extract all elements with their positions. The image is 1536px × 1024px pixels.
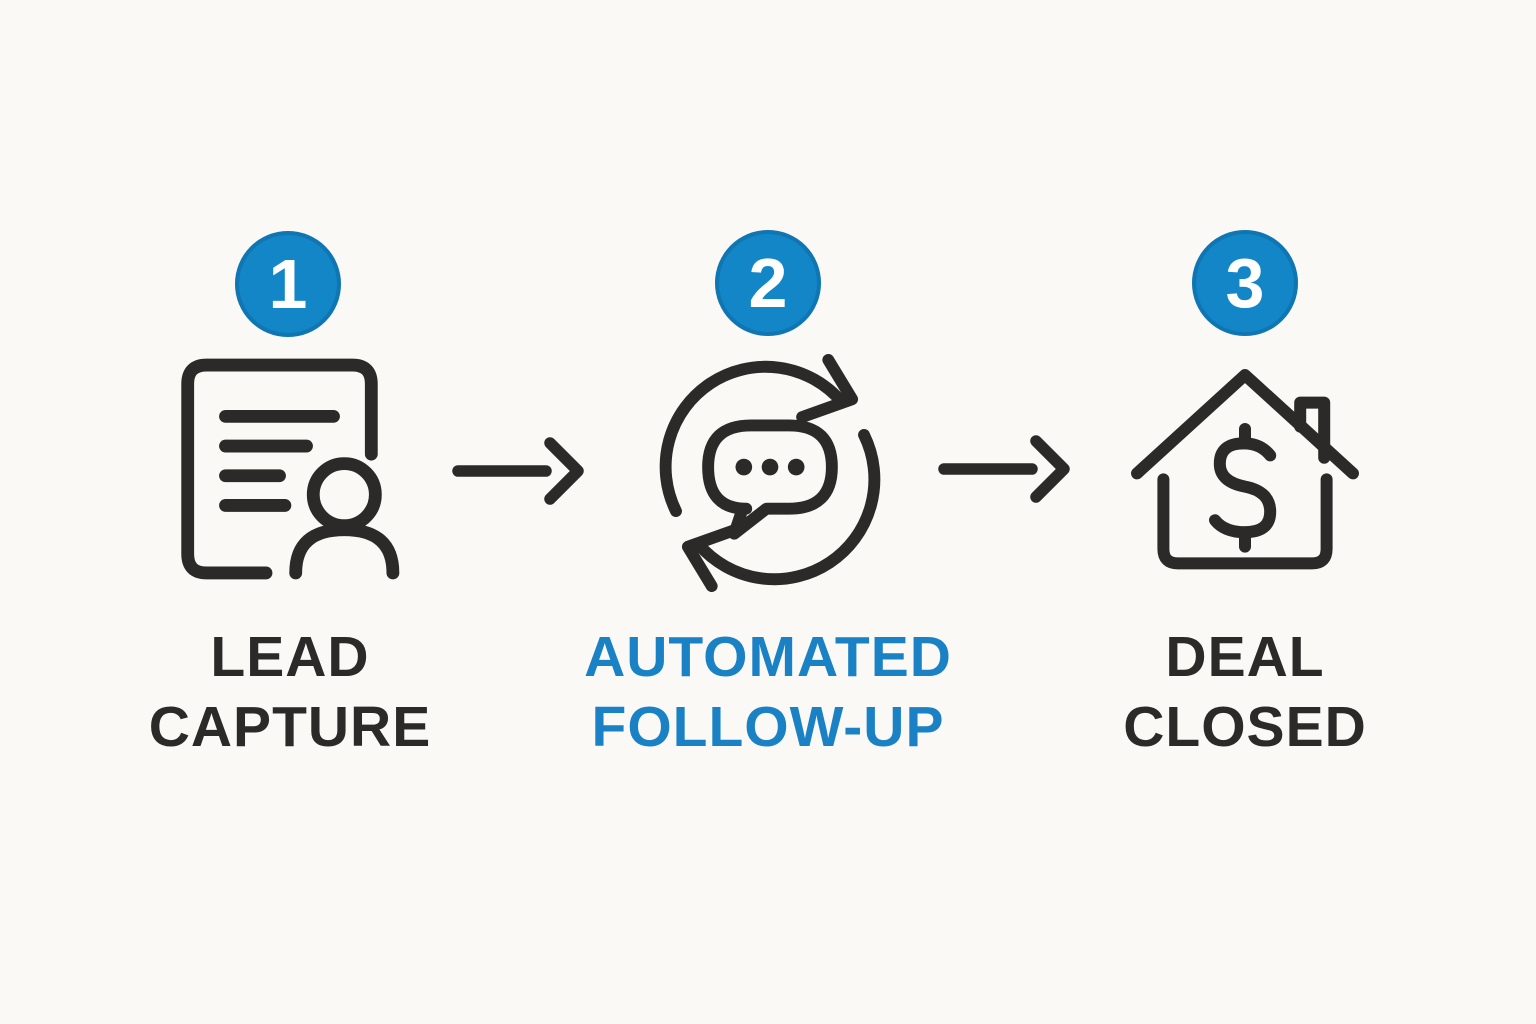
person-glyph	[289, 457, 400, 580]
house-outline	[1131, 369, 1359, 570]
step-3-label: DEAL CLOSED	[1015, 622, 1475, 762]
step-1-badge: 1	[235, 231, 341, 337]
step-2-badge: 2	[715, 230, 821, 336]
document-outline	[181, 358, 378, 580]
step-1-label: LEAD CAPTURE	[60, 622, 520, 762]
cycle-arrows	[659, 354, 881, 592]
step-3-label-line1: DEAL	[1165, 625, 1325, 689]
step-2-label-line2: FOLLOW-UP	[591, 695, 945, 759]
step-3-number: 3	[1225, 244, 1265, 322]
lead-capture-icon	[181, 358, 400, 580]
step-2-label: AUTOMATED FOLLOW-UP	[538, 622, 998, 762]
step-1-label-line2: CAPTURE	[148, 695, 432, 759]
automated-follow-up-icon	[659, 354, 881, 592]
right-arrow-icon	[452, 437, 584, 505]
deal-closed-icon	[1131, 369, 1359, 570]
step-1-number: 1	[268, 245, 308, 323]
step-1-label-line1: LEAD	[210, 625, 370, 689]
step-2-label-line1: AUTOMATED	[584, 625, 952, 689]
chat-bubble	[702, 419, 838, 540]
step-3-label-line2: CLOSED	[1123, 695, 1367, 759]
dollar-sign	[1209, 423, 1277, 553]
right-arrow-icon	[938, 435, 1070, 503]
step-2-number: 2	[748, 244, 788, 322]
step-3-badge: 3	[1192, 230, 1298, 336]
